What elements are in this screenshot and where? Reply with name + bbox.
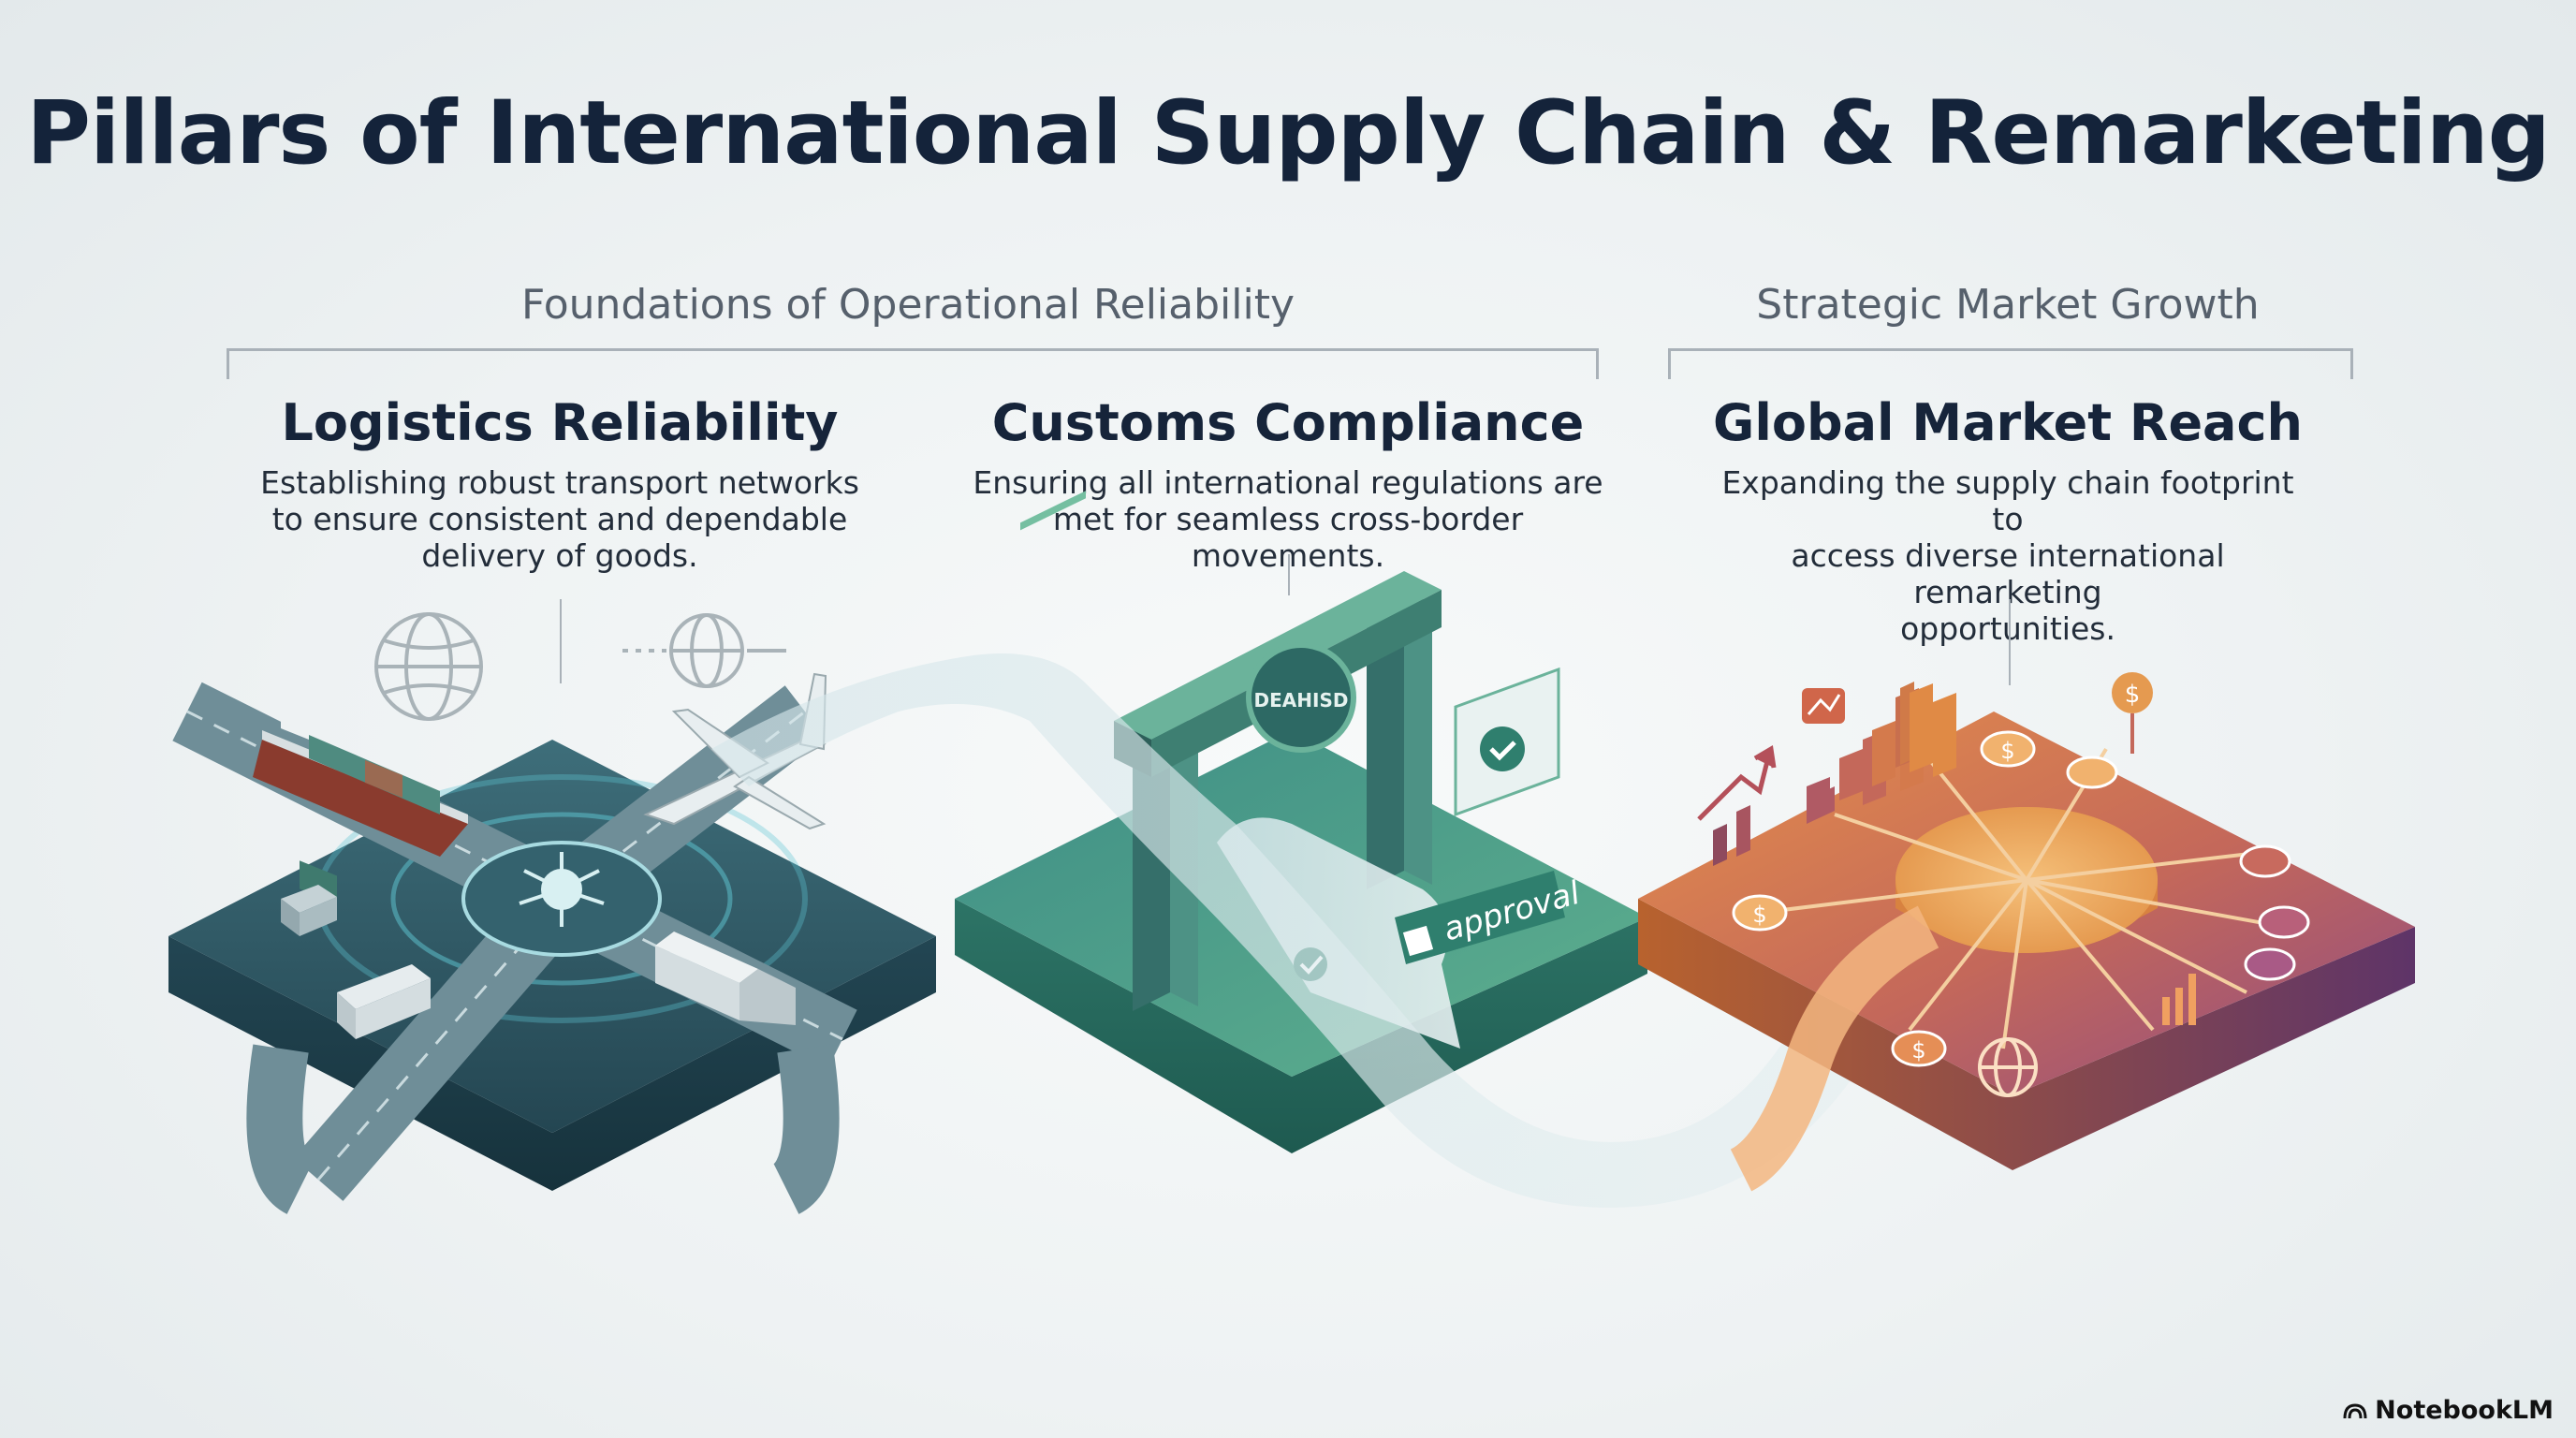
- globe-icon: [622, 613, 786, 688]
- bar-chart-icon: [2162, 974, 2196, 1025]
- connector-global: [2009, 599, 2011, 685]
- svg-text:$: $: [2125, 681, 2141, 709]
- customs-platform: DEAHISD approval: [955, 491, 1647, 1153]
- brand-name: NotebookLM: [2375, 1396, 2554, 1425]
- trend-arrow-icon: [1697, 744, 1777, 821]
- pillar-title-logistics: Logistics Reliability: [281, 393, 839, 452]
- verified-window: [1454, 667, 1560, 817]
- svg-text:$: $: [2000, 738, 2014, 764]
- hub-icon: [519, 852, 605, 927]
- pillar-desc-logistics: Establishing robust transport networks t…: [260, 464, 859, 574]
- pillar-desc-line: delivery of goods.: [421, 537, 698, 574]
- pillar-desc-line: to ensure consistent and dependable: [271, 501, 848, 537]
- pillar-desc-line: opportunities.: [1900, 610, 2115, 647]
- dollar-icon: $: [1980, 730, 2036, 768]
- dollar-icon: $: [1732, 894, 1788, 932]
- ship-icon: [253, 693, 468, 904]
- globe-icon: [374, 612, 483, 721]
- truck-icon: [337, 932, 796, 1039]
- pillar-title-customs: Customs Compliance: [991, 393, 1585, 452]
- svg-text:DEAHISD: DEAHISD: [1254, 689, 1349, 712]
- dollar-icon: $: [1891, 1030, 1947, 1067]
- bracket-operational: [227, 348, 1599, 379]
- bar-chart-icon: [1807, 683, 1933, 814]
- pillar-desc-line: Establishing robust transport networks: [260, 464, 859, 501]
- logistics-platform: [168, 672, 936, 1214]
- globe-icon: [1978, 1037, 2038, 1097]
- pillar-desc-line: Expanding the supply chain footprint to: [1721, 464, 2294, 537]
- flow-ribbon: [711, 653, 1947, 1208]
- bracket-growth: [1668, 348, 2353, 379]
- group-label-growth: Strategic Market Growth: [1756, 281, 2260, 329]
- notebooklm-brand: NotebookLM: [2343, 1396, 2554, 1425]
- pillar-desc-line: access diverse international remarketing: [1791, 537, 2225, 610]
- pillar-desc-global: Expanding the supply chain footprint to …: [1708, 464, 2307, 647]
- dollar-icon: $: [2112, 672, 2153, 754]
- group-label-operational: Foundations of Operational Reliability: [520, 281, 1295, 329]
- connector-customs: [1288, 554, 1290, 595]
- connector-logistics: [560, 599, 562, 683]
- page-title: Pillars of International Supply Chain & …: [26, 82, 2551, 184]
- pillar-title-global: Global Market Reach: [1713, 393, 2303, 452]
- svg-text:$: $: [1752, 902, 1766, 928]
- stamp-seal: DEAHISD: [1246, 642, 1356, 753]
- svg-text:$: $: [1911, 1037, 1925, 1064]
- notebooklm-logo-icon: [2343, 1402, 2367, 1418]
